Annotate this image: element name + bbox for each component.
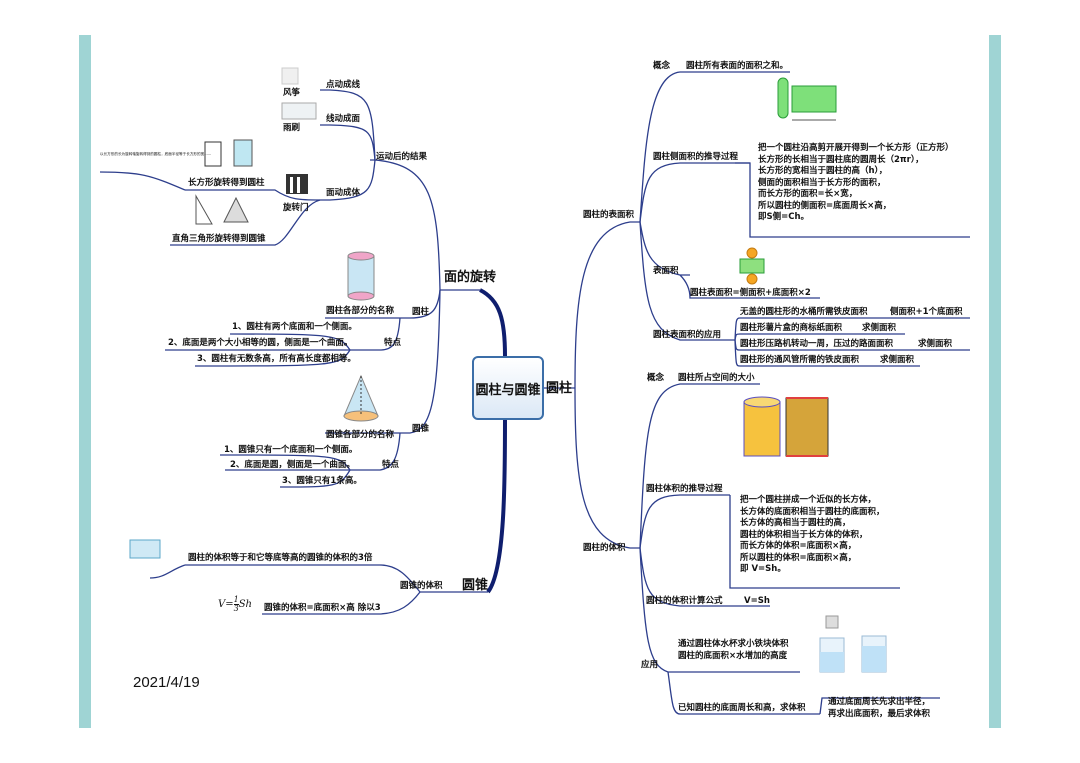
node-surface-area[interactable]: 圆柱的表面积 bbox=[583, 210, 635, 220]
surface-net-illustration bbox=[739, 247, 765, 285]
volume-app-2: 已知圆柱的底面周长和高，求体积 bbox=[678, 703, 806, 713]
node-volume[interactable]: 圆柱的体积 bbox=[583, 543, 626, 553]
app-item-1: 无盖的圆柱形的水桶所需铁皮面积 bbox=[740, 307, 868, 317]
net-illustration bbox=[777, 77, 837, 121]
volume-derivation-text: 把一个圆柱拼成一个近似的长方体， 长方体的底面积相当于圆柱的底面积， 长方体的高… bbox=[740, 495, 885, 574]
app-item-3: 圆柱形压路机转动一周，压过的路面面积 bbox=[740, 339, 894, 349]
date-label: 2021/4/19 bbox=[133, 674, 200, 691]
wiper-caption: 雨刷 bbox=[283, 123, 301, 133]
cups-illustration bbox=[819, 615, 887, 673]
cone-parts-illustration bbox=[343, 374, 379, 422]
app-item-1-result: 侧面积+1个底面积 bbox=[890, 307, 963, 317]
revolving-door-caption: 旋转门 bbox=[283, 203, 309, 213]
volume-derivation[interactable]: 圆柱体积的推导过程 bbox=[646, 484, 723, 494]
cone-f1: 1、圆锥只有一个底面和一个侧面。 bbox=[224, 445, 358, 455]
volume-formula: V=Sh bbox=[744, 596, 770, 606]
volume-app-2-result: 通过底面周长先求出半径， 再求出底面积，最后求体积 bbox=[828, 697, 931, 719]
rect-rotate-note: 以长方形的长为旋转轴旋转得到的圆柱，底面半径等于长方形的宽…… bbox=[100, 152, 212, 156]
volume-illustration bbox=[743, 396, 829, 457]
lateral-derivation-text: 把一个圆柱沿高剪开展开得到一个长方形（正方形） 长方形的长相当于圆柱底的圆周长（… bbox=[758, 143, 954, 222]
node-left-cylinder[interactable]: 圆柱 bbox=[412, 307, 430, 317]
volume-concept[interactable]: 概念 bbox=[647, 373, 665, 383]
kite-caption: 风筝 bbox=[283, 88, 301, 98]
node-face-rotation[interactable]: 面的旋转 bbox=[444, 270, 497, 285]
line-to-face: 线动成面 bbox=[326, 114, 361, 124]
volume-app-1: 通过圆柱体水杯求小铁块体积 圆柱的底面积×水增加的高度 bbox=[678, 639, 789, 661]
right-frame-bar bbox=[989, 35, 1001, 728]
center-node[interactable]: 圆柱与圆锥 bbox=[472, 356, 544, 420]
face-to-body: 面动成体 bbox=[326, 188, 361, 198]
cone-volume[interactable]: 圆锥的体积 bbox=[400, 581, 443, 591]
total-surface-formula: 圆柱表面积=侧面积+底面积×2 bbox=[690, 288, 811, 298]
app-item-4-result: 求侧面积 bbox=[880, 355, 915, 365]
node-cylinder[interactable]: 圆柱 bbox=[546, 381, 573, 396]
app-item-2: 圆柱形薯片盒的商标纸面积 bbox=[740, 323, 843, 333]
cone-volume-rule-1: 圆柱的体积等于和它等底等高的圆锥的体积的3倍 bbox=[188, 553, 373, 563]
surface-application[interactable]: 圆柱表面积的应用 bbox=[653, 330, 722, 340]
node-left-cone[interactable]: 圆锥 bbox=[412, 424, 430, 434]
triangle-rotate: 直角三角形旋转得到圆锥 bbox=[172, 234, 266, 244]
cone-f2: 2、底面是圆，侧面是一个曲面。 bbox=[230, 460, 355, 470]
left-frame-bar bbox=[79, 35, 91, 728]
cylinder-f1: 1、圆柱有两个底面和一个侧面。 bbox=[232, 322, 357, 332]
surface-concept-text: 圆柱所有表面的面积之和。 bbox=[686, 61, 789, 71]
volume-formula-label[interactable]: 圆柱的体积计算公式 bbox=[646, 596, 723, 606]
surface-concept[interactable]: 概念 bbox=[653, 61, 671, 71]
point-to-line: 点动成线 bbox=[326, 80, 361, 90]
cylinder-f3: 3、圆柱有无数条高，所有高长度都相等。 bbox=[197, 354, 356, 364]
cone-f3: 3、圆锥只有1条高。 bbox=[282, 476, 362, 486]
cylinder-parts-illustration bbox=[347, 251, 375, 301]
app-item-2-result: 求侧面积 bbox=[862, 323, 897, 333]
rect-rotate: 长方形旋转得到圆柱 bbox=[188, 178, 265, 188]
node-cone-volume-branch[interactable]: 圆锥 bbox=[462, 578, 489, 593]
cylinder-feature[interactable]: 特点 bbox=[384, 338, 402, 348]
volume-concept-text: 圆柱所占空间的大小 bbox=[678, 373, 755, 383]
cone-volume-rule-2: 圆锥的体积=底面积×高 除以3 bbox=[264, 603, 381, 613]
volume-application[interactable]: 应用 bbox=[641, 660, 659, 670]
lateral-derivation[interactable]: 圆柱侧面积的推导过程 bbox=[653, 152, 739, 162]
cone-feature[interactable]: 特点 bbox=[382, 460, 400, 470]
app-item-4: 圆柱形的通风管所需的铁皮面积 bbox=[740, 355, 860, 365]
cylinder-f2: 2、底面是两个大小相等的圆，侧面是一个曲面。 bbox=[168, 338, 353, 348]
total-surface[interactable]: 表面积 bbox=[653, 266, 679, 276]
cylinder-parts: 圆柱各部分的名称 bbox=[326, 306, 395, 316]
motion-result[interactable]: 运动后的结果 bbox=[376, 152, 428, 162]
motion-illustrations bbox=[129, 67, 317, 559]
app-item-3-result: 求侧面积 bbox=[918, 339, 953, 349]
cone-parts: 圆锥各部分的名称 bbox=[326, 430, 395, 440]
